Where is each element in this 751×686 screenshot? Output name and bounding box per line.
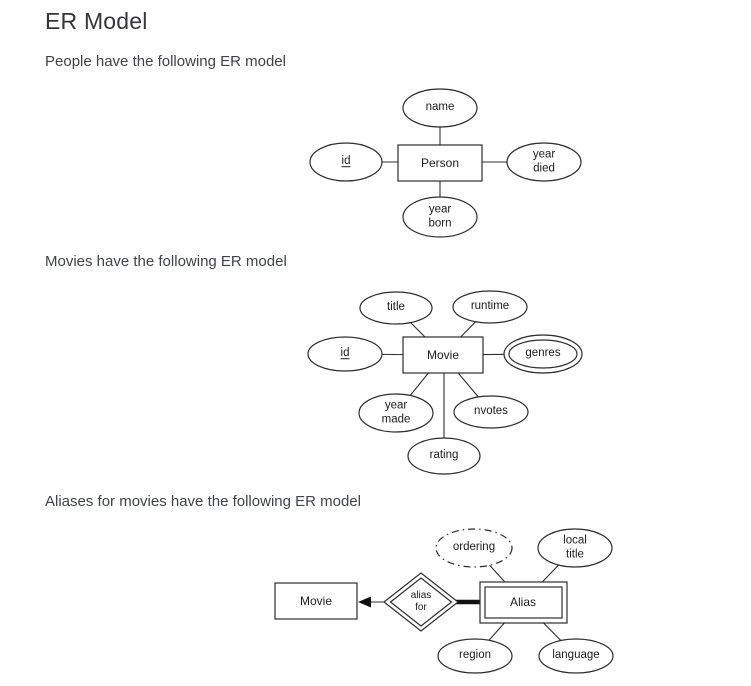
attribute-ellipse-title xyxy=(359,291,433,325)
attribute-label-genres: genres xyxy=(525,347,561,360)
attribute-ellipse-name xyxy=(402,88,478,128)
attribute-ellipse-year-made xyxy=(358,393,434,433)
attribute-ellipse-ordering xyxy=(435,528,513,568)
attribute-ellipse-language xyxy=(538,638,614,674)
attribute-label-region: region xyxy=(459,649,491,662)
attribute-label-local-title: local title xyxy=(563,534,587,560)
entity-label-movie: Movie xyxy=(426,347,460,362)
entity-label-alias: Alias xyxy=(509,594,537,609)
attribute-label-language: language xyxy=(552,649,600,662)
er-diagram-person xyxy=(309,88,582,238)
caption-movies: Movies have the following ER model xyxy=(45,253,287,270)
attribute-label-nvotes: nvotes xyxy=(474,405,508,418)
attribute-label-person-id: id xyxy=(341,155,351,168)
relationship-diamond-inner xyxy=(389,577,453,627)
attribute-ellipse-rating xyxy=(407,437,481,475)
er-diagram-movie xyxy=(307,290,583,475)
attribute-ellipse-region xyxy=(437,638,513,674)
entity-label-movie-alias-diagram: Movie xyxy=(299,593,333,608)
attribute-ellipse-local-title xyxy=(537,528,613,568)
attribute-ellipse-genres-inner xyxy=(508,339,578,369)
attribute-label-year-made: year made xyxy=(381,399,411,425)
attribute-label-title: title xyxy=(387,301,405,314)
entity-label-person: Person xyxy=(420,155,460,170)
caption-people: People have the following ER model xyxy=(45,53,286,70)
entity-rect-person xyxy=(397,144,483,182)
attribute-label-rating: rating xyxy=(429,449,459,462)
attribute-label-year-born: year born xyxy=(428,203,452,229)
page-title: ER Model xyxy=(45,8,148,34)
attribute-label-name: name xyxy=(425,101,455,114)
caption-aliases: Aliases for movies have the following ER… xyxy=(45,493,361,510)
entity-rect-movie xyxy=(402,336,484,374)
attribute-label-year-died: year died xyxy=(532,148,556,174)
entity-rect-movie-alias-diagram xyxy=(274,582,358,620)
weak-entity-rect-alias-inner xyxy=(484,586,563,619)
relationship-label-alias-for: alias for xyxy=(410,590,432,613)
attribute-label-runtime: runtime xyxy=(470,300,510,313)
attribute-ellipse-year-born xyxy=(402,196,478,238)
arrowhead-to-movie-icon xyxy=(358,596,371,608)
attribute-ellipse-movie-id xyxy=(307,336,383,372)
attribute-ellipse-runtime xyxy=(452,290,528,324)
attribute-label-movie-id: id xyxy=(340,347,350,360)
attribute-ellipse-person-id xyxy=(309,142,383,182)
attribute-ellipse-nvotes xyxy=(453,395,529,429)
attribute-ellipse-year-died xyxy=(506,142,582,182)
er-diagram-alias xyxy=(274,528,614,674)
attribute-label-ordering: ordering xyxy=(452,541,496,554)
